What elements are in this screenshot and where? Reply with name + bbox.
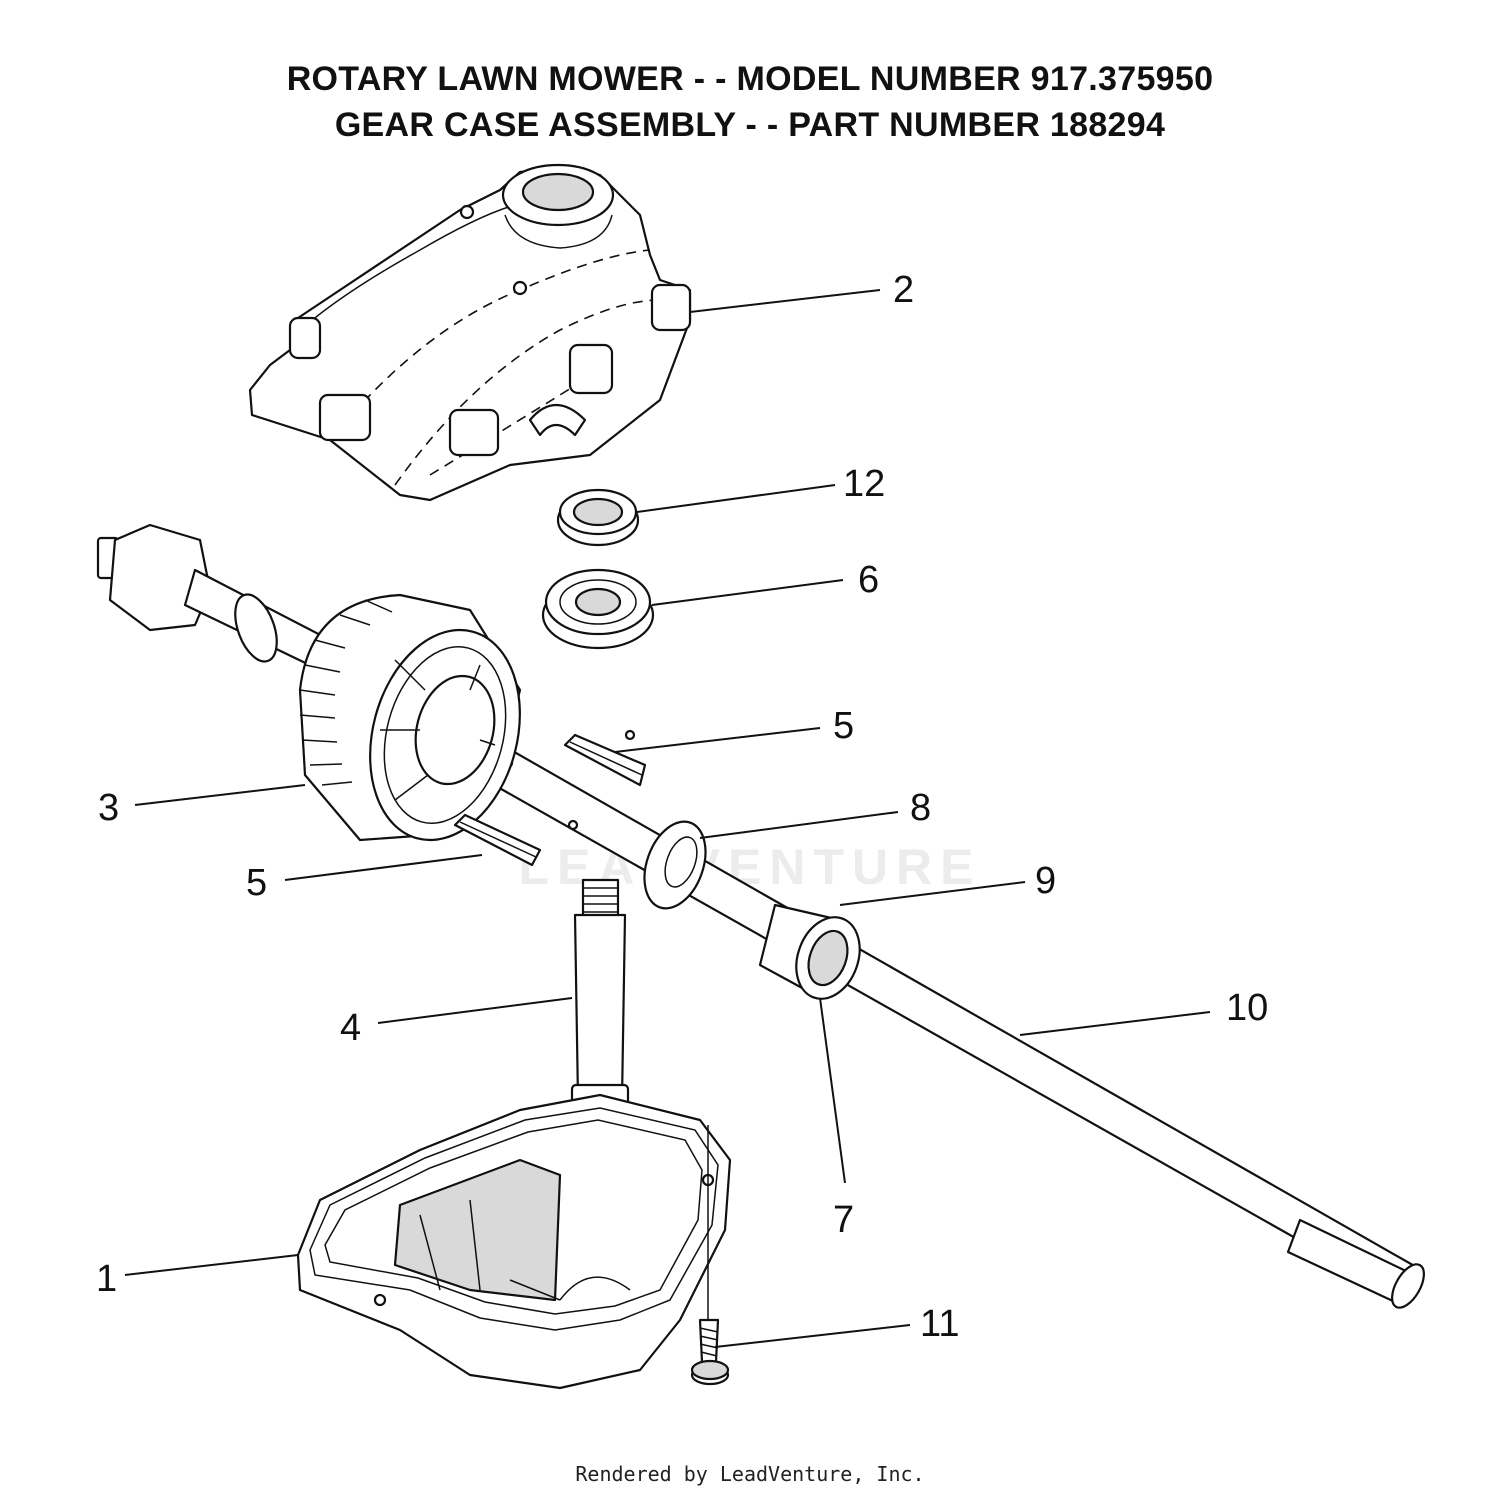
diagram-title-model: ROTARY LAWN MOWER - - MODEL NUMBER 917.3… xyxy=(286,60,1214,98)
part-5-key-upper xyxy=(563,733,647,787)
callout-numbers: 2 12 6 5 3 8 5 9 4 10 7 1 11 xyxy=(96,269,1268,1345)
callout-6: 6 xyxy=(858,559,879,601)
callout-8: 8 xyxy=(910,787,931,829)
part-2-upper-gear-case xyxy=(248,163,692,502)
callout-3: 3 xyxy=(98,787,119,829)
part-11-screw xyxy=(690,1125,730,1386)
callout-5a: 5 xyxy=(833,705,854,747)
diagram-title-assembly: GEAR CASE ASSEMBLY - - PART NUMBER 18829… xyxy=(334,106,1166,144)
callout-11: 11 xyxy=(920,1303,959,1345)
callout-5b: 5 xyxy=(246,862,267,904)
callout-9: 9 xyxy=(1035,860,1056,902)
leader-lines xyxy=(124,289,1211,1348)
callout-12: 12 xyxy=(843,463,885,505)
callout-4: 4 xyxy=(340,1007,361,1049)
callout-10: 10 xyxy=(1226,987,1268,1029)
part-5-key-lower xyxy=(453,813,542,867)
render-credit: Rendered by LeadVenture, Inc. xyxy=(575,1462,925,1486)
part-6-ball-bearing xyxy=(541,568,655,650)
part-9-bushing xyxy=(758,903,861,1000)
part-12-seal xyxy=(556,488,640,547)
callout-2: 2 xyxy=(893,269,914,311)
part-3-drive-gear xyxy=(96,523,522,842)
part-1-lower-gear-case xyxy=(296,1093,732,1390)
part-8-washer xyxy=(643,820,707,910)
callout-1: 1 xyxy=(96,1258,117,1300)
callout-7: 7 xyxy=(833,1199,854,1241)
